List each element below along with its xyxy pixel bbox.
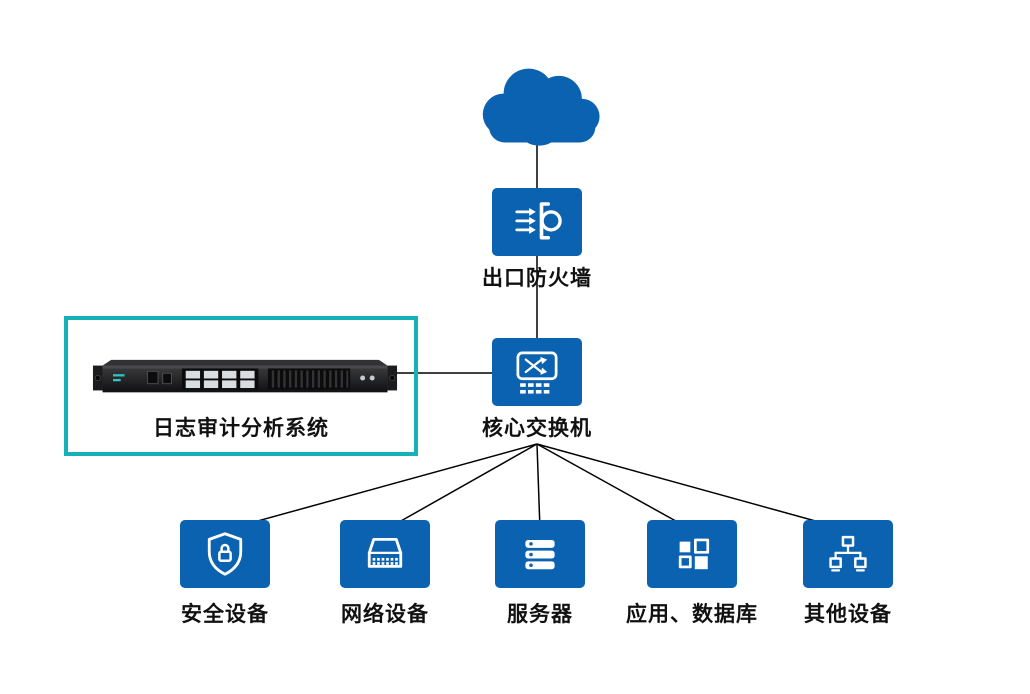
firewall-node [492, 188, 582, 256]
internet-cloud-node [464, 52, 610, 156]
device-label-network: 网络设备 [341, 603, 429, 626]
server-stack-icon [525, 539, 555, 570]
apps-database-icon [678, 538, 710, 570]
highlight-box [64, 316, 418, 456]
apps-database-node [647, 520, 737, 588]
wire-switch-apps [536, 443, 693, 531]
other-devices-node [803, 520, 893, 588]
wire-switch-security [224, 443, 538, 531]
device-label-server: 服务器 [507, 603, 573, 626]
shield-lock-icon [207, 532, 243, 576]
rack-appliance-image [92, 356, 398, 400]
wire-switch-network [384, 443, 538, 531]
core-switch-label: 核心交换机 [482, 417, 592, 440]
device-label-security: 安全设备 [181, 603, 269, 626]
core-switch-node [492, 338, 582, 406]
network-device-node [340, 520, 430, 588]
security-device-node [180, 520, 270, 588]
firewall-icon [515, 202, 562, 240]
wire-switch-other [536, 443, 849, 531]
server-node [495, 520, 585, 588]
other-devices-icon [829, 535, 867, 572]
network-device-icon [367, 537, 403, 568]
log-audit-label: 日志审计分析系统 [153, 417, 329, 440]
cloud-icon [482, 68, 600, 146]
firewall-label: 出口防火墙 [482, 267, 592, 290]
device-label-other: 其他设备 [804, 603, 892, 626]
switch-icon [516, 351, 558, 394]
device-label-apps-db: 应用、数据库 [626, 603, 758, 626]
wire-switch-server [536, 443, 541, 531]
